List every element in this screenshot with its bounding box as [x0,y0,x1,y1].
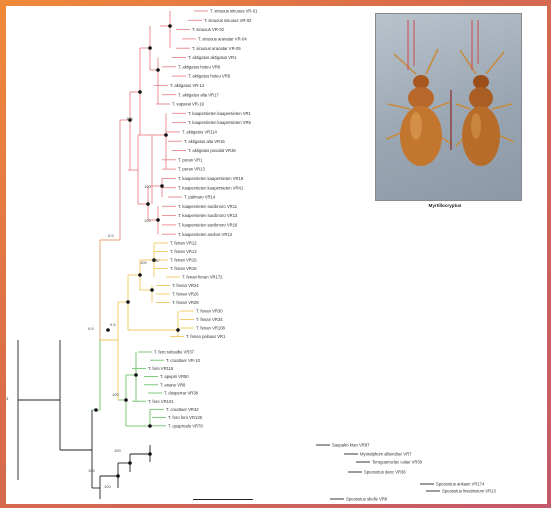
node-marker [126,300,130,304]
taxon-label: T. sinuous sinuous VR-01 [210,9,258,14]
taxon-label: T. fenan VR15 [170,258,197,263]
node-support-label: 100 [114,448,121,453]
taxon-label: T. anane VR8 [160,382,186,387]
taxon-label: T. fero VR118 [148,366,174,371]
taxon-label: Spuosotus danc VR36 [364,470,406,475]
node-marker [176,328,180,332]
node-marker [124,398,128,402]
node-marker [156,68,160,72]
taxon-label: T. fenan VR30 [196,309,223,314]
taxon-label: T. fenan VR16 [170,266,197,271]
taxon-label: T. fero fero VR128 [168,415,203,420]
taxon-label: T. fenan VR34 [196,317,223,322]
taxon-label: T. kaapersieten kaapersieten VR18 [178,176,244,181]
taxon-label: T. aktigatus pooalat VR36 [188,148,236,153]
taxon-label: T. fenan VR108 [196,326,226,331]
taxon-label: T. cruattuer VR-10 [166,358,201,363]
node-support-label: 100 [104,484,111,489]
node-marker [156,218,160,222]
taxon-label: Spuosotus ankasn VR174 [436,482,485,487]
node-marker [164,133,168,137]
node-support-label: 0.5 [108,233,114,238]
taxon-label: Myoralphum albendiuc VR7 [360,452,412,457]
taxon-label: T. aktigatus VR-14 [170,83,205,88]
taxon-label: T. palmaro VR14 [184,195,216,200]
taxon-label: T. aktigatus alta VR15 [184,139,225,144]
node-marker [160,184,164,188]
taxon-label: T. sinuous sinuous VR-02 [204,18,252,23]
taxon-label: T. aktigatus aktigatus VR1 [188,55,237,60]
taxon-label: T. peran VR13 [178,167,205,172]
taxon-label: T. aktigatus hoteu VR8 [178,64,221,69]
node-support-label: 100 [112,392,119,397]
node-marker [168,24,172,28]
taxon-label: T. fenan VR24 [172,283,199,288]
taxon-label: T. kaapersieten kaapersieten VR41 [178,185,244,190]
node-support-label: 100 [140,260,147,265]
node-marker [148,424,152,428]
taxon-label: T. kaapersieten sacibnoro VR13 [178,213,238,218]
taxon-label: T. kaapersieten kaapersieten VR6 [188,120,252,125]
taxon-label: Teroguariuclac calae VR30 [372,460,423,465]
taxon-label: T. sinuous VR-03 [192,27,225,32]
taxon-label: T. fenan palnaar VR1 [186,334,226,339]
photo-caption: Myrtillocryptus [385,203,505,208]
taxon-label: T. sinuous aranatar VR-04 [198,37,247,42]
taxon-label: T. fero VR101 [148,399,174,404]
node-marker [106,328,110,332]
node-marker [128,461,132,465]
taxon-label: Saqualto kran VR87 [332,443,370,448]
node-marker [150,288,154,292]
beetle-left-icon [386,49,452,166]
taxon-label: T. fero soloaibe VR37 [154,350,195,355]
node-marker [146,202,150,206]
taxon-label: T. vapaxai VR-19 [172,102,205,107]
taxon-label: T. cruattuer VR42 [166,407,199,412]
taxon-label: T. peran VR1 [178,157,203,162]
taxon-label: T. sinuous aranatar VR-05 [192,46,241,51]
root-support-label: 1 [6,396,9,401]
beetle-right-icon [456,50,514,166]
taxon-label: T. fenan VR12 [170,241,197,246]
node-support-label: 0.5 [88,326,94,331]
tree-scale-bar [193,499,253,500]
taxon-label: T. kaapersieten andros VR13 [178,232,233,237]
node-marker [148,452,152,456]
node-marker [138,90,142,94]
taxon-label: T. fenan fenan VR172 [182,275,223,280]
taxon-label: T. fenan VR28 [172,300,199,305]
taxon-label: T. fenan VR26 [172,292,199,297]
node-support-label: 100 [144,218,151,223]
taxon-label: T. kaapersieten kaapersieten VR1 [188,111,252,116]
node-support-label: 100 [88,468,95,473]
taxon-label: T. apepiri VR50 [160,374,189,379]
taxon-label: T. kaapersieten sacibnoro VR16 [178,223,238,228]
node-marker [116,474,120,478]
node-marker [94,408,98,412]
taxon-label: T. kaapersieten sacibnoro VR11 [178,204,238,209]
node-support-label: 100 [126,116,133,121]
taxon-label: T. aktigatus VR114 [182,130,218,135]
node-marker [148,46,152,50]
taxon-label: T. dusperrar VR38 [164,391,199,396]
node-support-label: 100 [144,184,151,189]
taxon-label: T. aktigatus hoteu VR9 [188,74,231,79]
node-support-label: 100 [152,258,159,263]
taxon-label: T. fenan VR13 [170,249,197,254]
taxon-label: Spuosotus lirvatinoium VR13 [442,489,496,494]
taxon-label: Spuosotus sbelle VR8 [346,497,388,502]
node-marker [134,373,138,377]
taxon-label: T. aktigatus alta VR17 [178,92,219,97]
beetle-photo [375,13,522,201]
beetle-specimens-icon [376,14,521,200]
node-support-label: 0.5 [110,322,116,327]
node-marker [138,273,142,277]
taxon-label: T. quaproalo VR78 [168,423,203,428]
